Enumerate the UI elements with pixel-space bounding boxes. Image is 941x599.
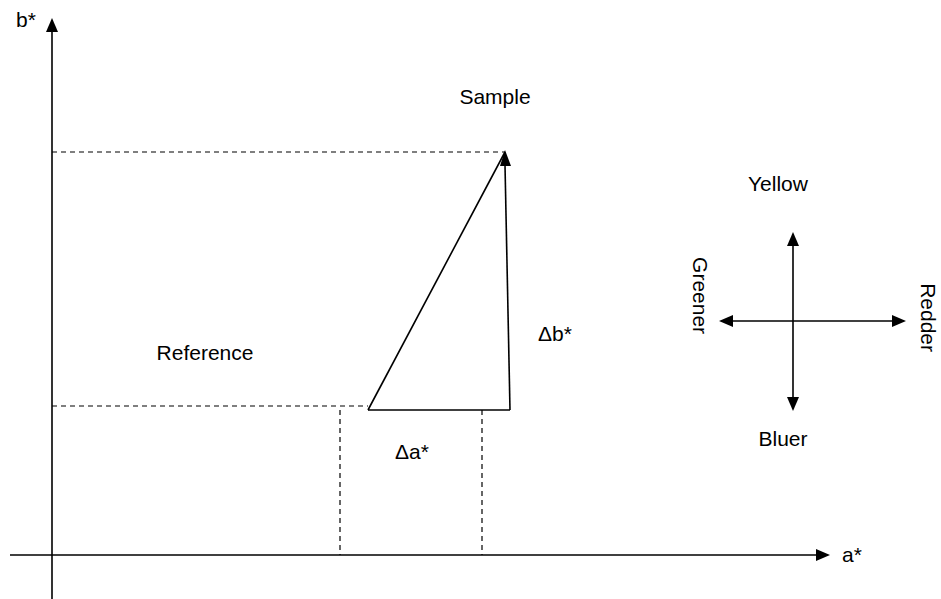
point-label: Reference (157, 340, 254, 365)
difference-triangle (368, 152, 510, 410)
delta-label: Δb* (538, 321, 572, 346)
direction-label: Yellow (748, 171, 808, 196)
a-axis (10, 554, 818, 556)
delta-label: Δa* (395, 439, 429, 464)
direction-label: Redder (915, 284, 940, 353)
axis-arrowhead (816, 549, 830, 561)
compass-arrowheads (719, 232, 906, 411)
axis-arrowhead (46, 18, 58, 32)
direction-compass (730, 243, 895, 400)
direction-label: Bluer (758, 426, 807, 451)
axis-label: b* (16, 7, 36, 32)
axis-label: a* (842, 542, 862, 567)
projection-lines (52, 152, 505, 555)
sample-arrowhead (500, 150, 511, 166)
direction-label: Greener (688, 257, 713, 334)
point-label: Sample (459, 84, 530, 109)
b-axis (51, 30, 53, 599)
